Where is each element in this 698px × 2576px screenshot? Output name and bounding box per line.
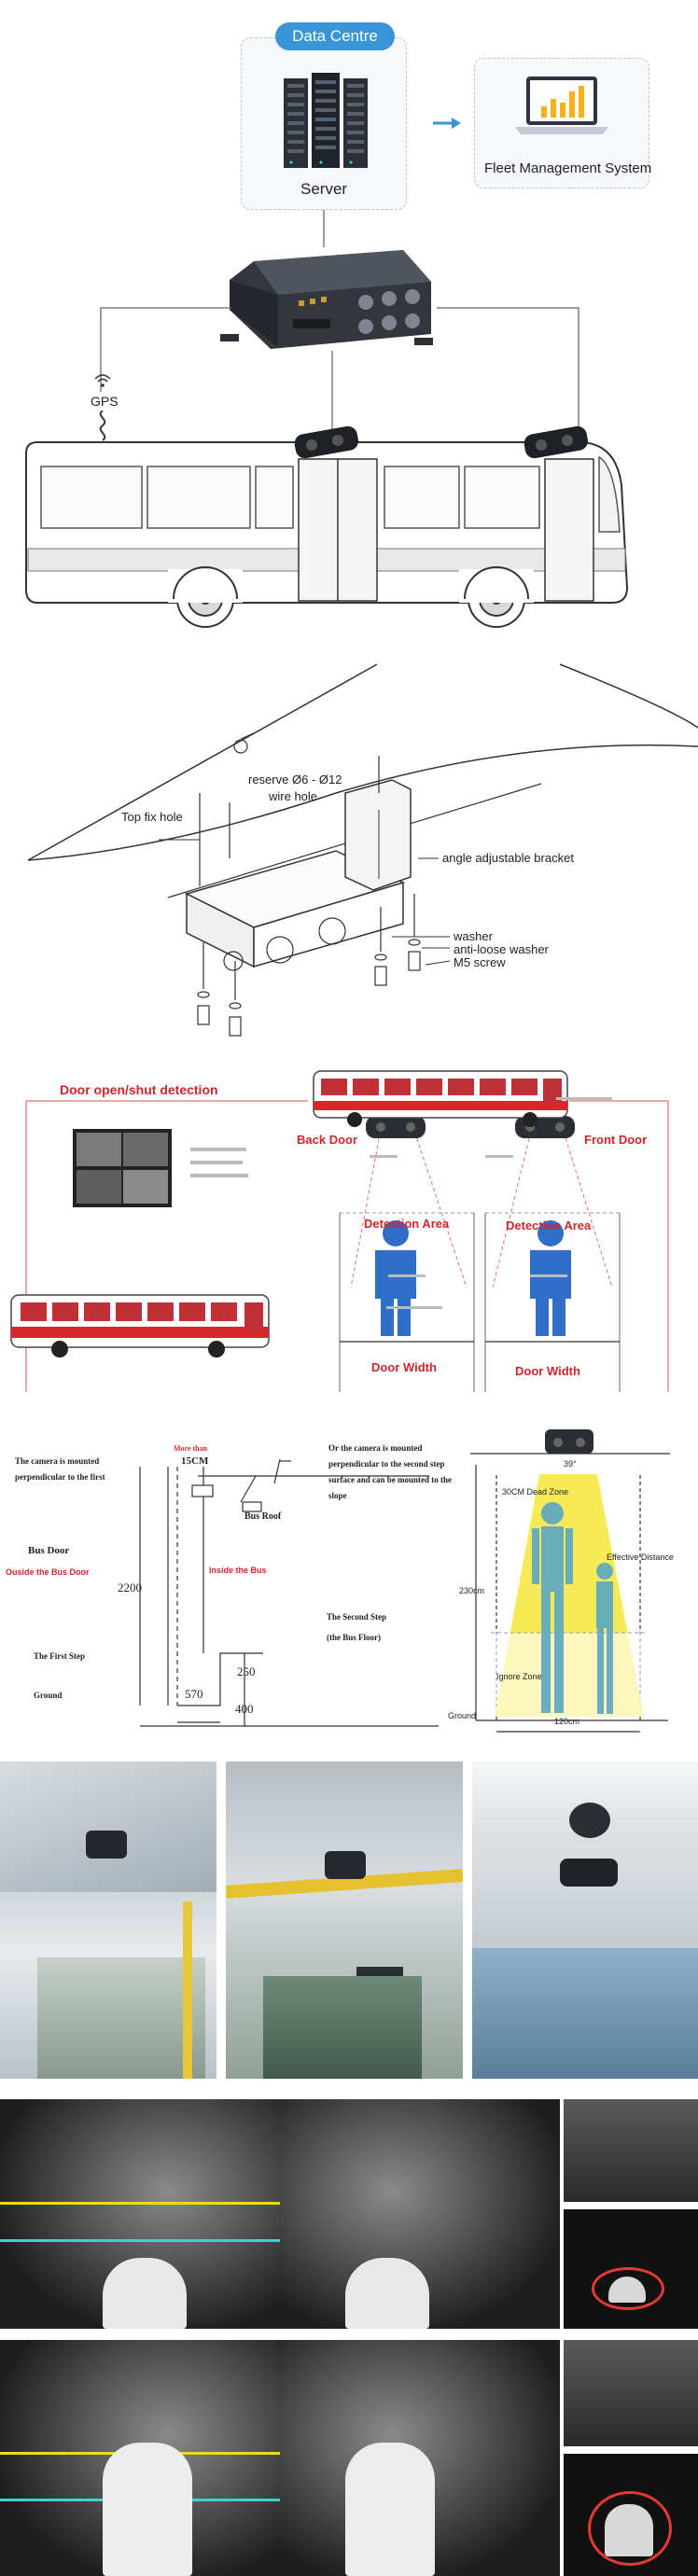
more-than-label: More than	[174, 1444, 208, 1453]
dim-15cm-label: 15CM	[181, 1455, 209, 1467]
ground-label: Ground	[34, 1691, 63, 1700]
reserve-text: reserve	[248, 773, 289, 787]
install-side-view-drawing	[139, 1429, 670, 1733]
effective-distance-label: Effective Distance	[607, 1553, 674, 1562]
server-icon	[284, 73, 368, 168]
mdvr-device-icon	[220, 250, 433, 349]
laptop-chart-icon	[515, 77, 608, 134]
bus-door-label: Bus Door	[28, 1545, 70, 1556]
dim-400-label: 400	[235, 1702, 254, 1716]
server-label: Server	[300, 180, 348, 198]
bus-floor-label: (the Bus Floor)	[327, 1633, 381, 1642]
camera-back-door-icon	[294, 425, 358, 459]
width-label: 120cm	[554, 1717, 580, 1726]
dim-2200-label: 2200	[118, 1580, 142, 1594]
camera-thumb-3	[564, 2340, 698, 2446]
mount-diagram-panel: reserve Ø6 - Ø12 wire hole Top fix hole …	[0, 653, 698, 1054]
camera-front-door-icon	[524, 425, 588, 459]
photo-bus-ceiling-3	[472, 1761, 698, 2079]
detection-area-right-label: Detection Area	[506, 1218, 592, 1232]
camera-thumb-1	[564, 2099, 698, 2202]
anti-loose-label: anti-loose washer	[454, 942, 549, 956]
arrow-right-icon	[433, 118, 461, 129]
front-door-label: Front Door	[584, 1133, 648, 1147]
mount-line-drawing	[27, 663, 698, 1037]
top-fix-hole-label: Top fix hole	[121, 810, 183, 824]
second-step-label: The Second Step	[327, 1612, 387, 1622]
bus-roof-label: Bus Roof	[244, 1511, 282, 1522]
gps-label: GPS	[91, 394, 119, 409]
camera-note-1: The camera is mounted perpendicular to t…	[15, 1456, 105, 1483]
system-diagram-panel: Data Centre Server Fleet Management Syst…	[0, 0, 698, 644]
photo-bus-ceiling-2	[226, 1761, 463, 2079]
first-step-label: The First Step	[34, 1651, 85, 1661]
photo-bus-ceiling-1	[0, 1761, 216, 2079]
camera-thumb-2	[564, 2209, 698, 2329]
dim-570-label: 570	[185, 1687, 203, 1701]
wire-hole-label: wire hole	[269, 789, 318, 803]
camera-thumb-4	[564, 2454, 698, 2576]
ground-right-label: Ground	[448, 1711, 477, 1720]
hole-size-text: Ø6 - Ø12	[291, 773, 342, 787]
camera-view-4	[280, 2340, 560, 2576]
wifi-icon	[94, 374, 111, 387]
gps-antenna-icon	[99, 411, 106, 441]
ignore-zone-label: Ignore Zone	[496, 1672, 542, 1681]
door-width-right-label: Door Width	[515, 1364, 580, 1378]
reserve-label: reserve Ø6 - Ø12	[248, 773, 342, 787]
screw-label: M5 screw	[454, 955, 506, 969]
data-centre-label: Data Centre	[292, 27, 378, 45]
bracket-label: angle adjustable bracket	[442, 851, 574, 865]
outside-bus-door-label: Ouside the Bus Door	[6, 1567, 90, 1577]
back-door-label: Back Door	[297, 1133, 358, 1147]
bus-illustration	[25, 441, 629, 628]
camera-view-1	[0, 2099, 280, 2329]
install-photos-panel	[0, 1761, 698, 2081]
detection-area-left-label: Detection Area	[364, 1217, 450, 1231]
fleet-label: Fleet Management System	[484, 160, 652, 176]
camera-views-panel	[0, 2099, 698, 2576]
inside-bus-label: Inside the Bus	[209, 1566, 267, 1575]
height-label: 230cm	[459, 1586, 485, 1595]
dead-zone-label: 30CM Dead Zone	[502, 1487, 569, 1497]
data-centre-badge: Data Centre	[275, 22, 395, 50]
camera-view-3	[0, 2340, 280, 2576]
install-dimension-panel: The camera is mounted perpendicular to t…	[0, 1409, 698, 1745]
door-width-left-label: Door Width	[371, 1360, 437, 1374]
dim-250-label: 250	[237, 1664, 256, 1678]
washer-label: washer	[454, 929, 493, 943]
door-detection-drawing	[10, 1070, 669, 1392]
door-detection-panel: Door open/shut detection Back Door Front…	[0, 1064, 698, 1399]
camera-view-2	[280, 2099, 560, 2329]
door-detection-title: Door open/shut detection	[60, 1082, 218, 1097]
angle-label: 39°	[564, 1459, 577, 1469]
camera-note-2: Or the camera is mounted perpendicular t…	[328, 1443, 452, 1501]
